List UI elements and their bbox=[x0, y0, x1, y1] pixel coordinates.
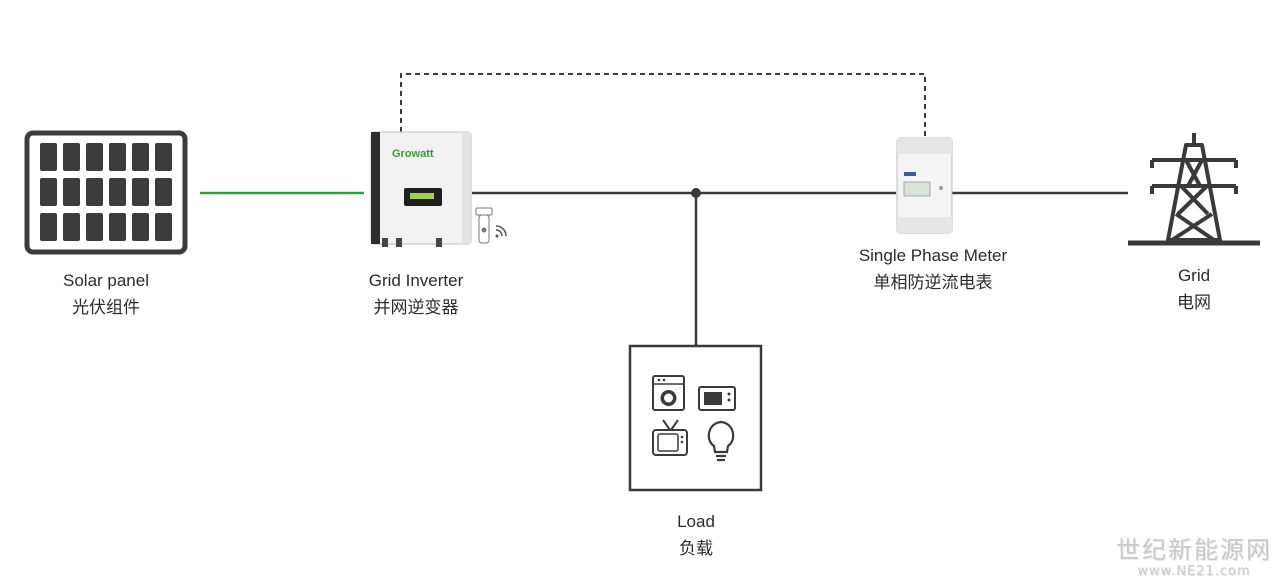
grid-label-en: Grid bbox=[1177, 266, 1211, 285]
light-bulb-icon bbox=[707, 420, 735, 462]
wifi-dongle-icon bbox=[475, 207, 507, 244]
inverter-label-en: Grid Inverter bbox=[368, 271, 464, 290]
load-label-en: Load bbox=[677, 512, 715, 531]
meter-label: Single Phase Meter 单相防逆流电表 bbox=[859, 242, 1007, 296]
meter-icon bbox=[896, 137, 953, 234]
comm-line bbox=[400, 73, 926, 138]
inverter-icon bbox=[370, 131, 472, 247]
solar-panel-label-cn: 光伏组件 bbox=[71, 298, 140, 317]
tv-icon bbox=[652, 419, 688, 456]
transmission-tower-icon bbox=[1128, 133, 1260, 246]
solar-panel-label: Solar panel 光伏组件 bbox=[63, 267, 149, 321]
grid-label-cn: 电网 bbox=[1177, 293, 1211, 312]
washing-machine-icon bbox=[652, 375, 685, 411]
meter-label-cn: 单相防逆流电表 bbox=[873, 273, 993, 292]
load-label: Load 负载 bbox=[677, 508, 715, 562]
watermark-url: www.NE21.com bbox=[1137, 564, 1251, 579]
load-box bbox=[628, 344, 763, 492]
solar-panel-label-en: Solar panel bbox=[62, 271, 150, 290]
grid-label: Grid 电网 bbox=[1177, 262, 1211, 316]
load-label-cn: 负载 bbox=[678, 539, 713, 558]
solar-panel-icon bbox=[24, 130, 188, 255]
junction-dot bbox=[691, 188, 701, 198]
inverter-brand: Growatt bbox=[392, 148, 434, 160]
watermark: 世纪新能源网 www.NE21.com bbox=[1116, 536, 1272, 580]
watermark-cn: 世纪新能源网 bbox=[1116, 536, 1272, 564]
microwave-icon bbox=[698, 386, 736, 411]
meter-label-en: Single Phase Meter bbox=[858, 246, 1008, 265]
inverter-label: Grid Inverter 并网逆变器 bbox=[369, 267, 463, 321]
inverter-label-cn: 并网逆变器 bbox=[373, 298, 459, 317]
